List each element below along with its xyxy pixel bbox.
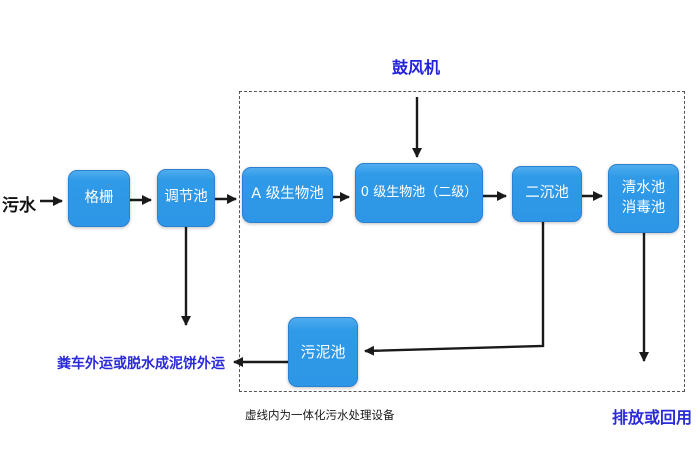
flow-node-clear-label-line2: 消毒池	[621, 199, 666, 216]
flow-node-a-bio-tank: A 级生物池	[242, 167, 333, 223]
flow-node-a-bio-label: A 级生物池	[251, 186, 324, 203]
flow-node-grid-label: 格栅	[84, 189, 114, 206]
flow-node-clear-label-line1: 清水池	[621, 179, 666, 196]
dashed-boundary-caption: 虚线内为一体化污水处理设备	[245, 408, 395, 422]
flow-node-sludge-tank: 污泥池	[288, 317, 358, 387]
blower-label: 鼓风机	[392, 58, 441, 77]
flow-node-grid: 格栅	[68, 170, 130, 227]
flow-node-regulating-label: 调节池	[164, 189, 208, 206]
influent-label: 污水	[2, 196, 36, 216]
integrated-equipment-dashed-boundary	[239, 91, 685, 392]
flow-node-sludge-label: 污泥池	[300, 342, 346, 361]
flow-node-o-bio-label: 0 级生物池（二级）	[360, 185, 478, 201]
flow-node-sed-label: 二沉池	[525, 185, 569, 202]
flow-node-secondary-sedimentation-tank: 二沉池	[512, 166, 582, 222]
flow-node-regulating-tank: 调节池	[157, 169, 215, 227]
flow-node-o-bio-tank: 0 级生物池（二级）	[355, 163, 483, 223]
flow-node-clear-water-disinfection-tank: 清水池 消毒池	[608, 164, 679, 233]
discharge-or-reuse-label: 排放或回用	[612, 408, 693, 427]
sludge-outhaul-label: 粪车外运或脱水成泥饼外运	[57, 356, 225, 372]
